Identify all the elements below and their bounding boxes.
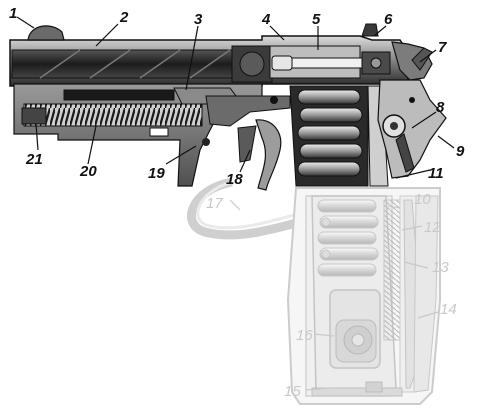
barrel [11,45,273,83]
grip-faded [187,177,441,405]
callout-9: 9 [456,143,465,160]
callout-1: 1 [9,5,17,22]
hammer-mechanism [377,47,447,179]
callout-labels: 1 2 3 4 5 6 7 8 9 10 11 12 13 14 15 16 1… [9,5,465,400]
callout-17: 17 [206,195,223,212]
firing-pin-assembly [269,45,391,79]
callout-4: 4 [261,11,271,28]
trigger-group [205,95,291,191]
callout-15: 15 [284,383,301,400]
callout-10: 10 [414,191,431,208]
callout-5: 5 [312,11,321,28]
callout-21: 21 [25,151,43,168]
frame-upper [13,83,263,187]
callout-16: 16 [296,327,313,344]
callout-18: 18 [226,171,243,188]
callout-12: 12 [424,219,441,236]
leader-lines [16,16,455,391]
callout-19: 19 [148,165,165,182]
callout-2: 2 [119,9,129,26]
callout-7: 7 [438,39,447,56]
callout-20: 20 [79,163,97,180]
callout-11: 11 [428,165,444,182]
callout-13: 13 [432,259,449,276]
callout-14: 14 [440,301,457,318]
callout-3: 3 [194,11,203,28]
chamber-rounds [289,85,389,187]
callout-6: 6 [384,11,393,28]
callout-8: 8 [436,99,445,116]
magazine-rounds [317,199,379,277]
